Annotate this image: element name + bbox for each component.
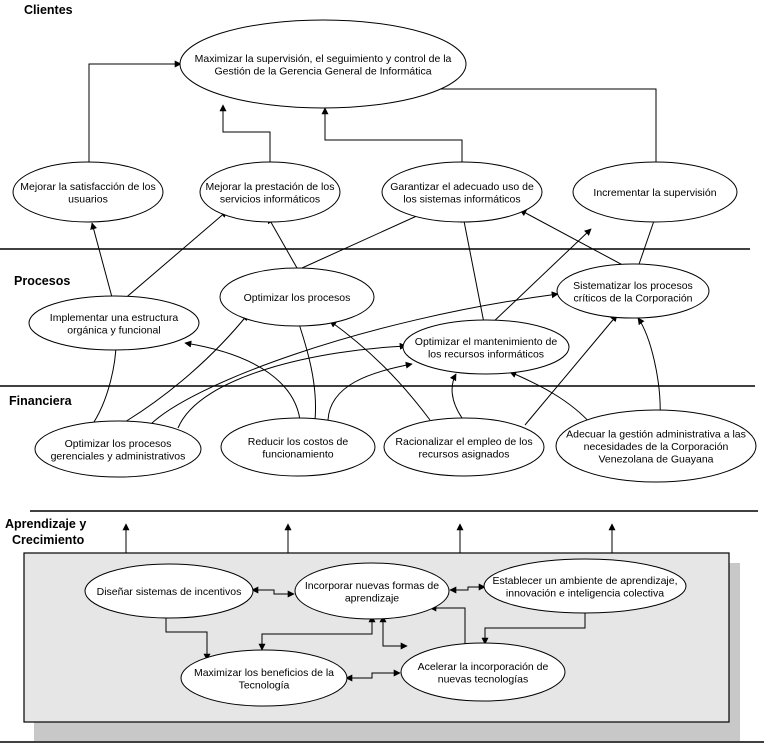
objective-ellipse: [402, 319, 570, 375]
objective-ellipse: [483, 558, 687, 614]
objective-ellipse: [12, 161, 164, 223]
objective-label-line: Gestión de la Gerencia General de Inform…: [214, 65, 431, 77]
objective-label-line: Reducir los costos de: [248, 436, 349, 448]
perspective-procesos-label: Procesos: [14, 274, 70, 288]
perspective-clientes-label: Clientes: [24, 3, 73, 17]
objective-label-line: Acelerar la incorporación de: [418, 661, 549, 673]
edges-procesos: [90, 209, 658, 326]
objective-ellipse: [199, 161, 341, 223]
objective-label-line: funcionamiento: [262, 448, 333, 460]
perspective-aprendizaje-label-1: Aprendizaje y: [5, 517, 86, 531]
objective-label-line: Maximizar los beneficios de la: [194, 667, 334, 679]
objective-adecuar-gestion: Adecuar la gestión administrativa a lasn…: [555, 409, 757, 483]
objective-ellipse: [383, 417, 545, 477]
objective-label-line: nuevas tecnologías: [438, 673, 528, 685]
objective-label-line: Sistematizar los procesos: [573, 280, 693, 292]
objective-label-line: recursos asignados: [418, 448, 509, 460]
objective-ellipse: [572, 161, 738, 223]
objective-incrementar-supervision: Incrementar la supervisión: [572, 161, 738, 223]
objective-label-line: Establecer un ambiente de aprendizaje,: [492, 575, 677, 587]
objective-label-line: Diseñar sistemas de incentivos: [97, 586, 242, 598]
objective-label-line: orgánica y funcional: [67, 324, 160, 336]
perspective-aprendizaje-label-2: Crecimiento: [12, 533, 85, 547]
objective-label-line: Implementar una estructura: [50, 312, 179, 324]
objective-ellipse: [555, 409, 757, 483]
objective-label-line: Maximizar la supervisión, el seguimiento…: [195, 53, 452, 65]
objective-ellipse: [180, 649, 348, 707]
learning-up-arrows: [122, 523, 616, 553]
objective-label-line: Adecuar la gestión administrativa a las: [566, 429, 746, 441]
objective-establecer-ambiente: Establecer un ambiente de aprendizaje,in…: [483, 558, 687, 614]
objective-label-line: necesidades de la Corporación: [584, 441, 729, 453]
objective-label-line: Incorporar nuevas formas de: [305, 580, 439, 592]
objective-label-line: los recursos informáticos: [428, 348, 544, 360]
objective-label-line: Venezolana de Guayana: [598, 454, 713, 466]
objective-ellipse: [28, 295, 200, 351]
perspective-financiera-label: Financiera: [9, 394, 73, 408]
objective-ellipse: [400, 642, 566, 702]
objective-ellipse: [220, 417, 376, 477]
objective-maximizar-supervision: Maximizar la supervisión, el seguimiento…: [179, 19, 467, 109]
objective-ellipse: [381, 161, 543, 223]
objective-label-line: Mejorar la satisfacción de los: [20, 181, 155, 193]
objective-ellipse: [219, 267, 375, 327]
objective-ellipse: [294, 562, 450, 620]
objective-label-line: Tecnología: [239, 679, 290, 691]
objective-label-line: Optimizar los procesos: [244, 292, 351, 304]
objective-label-line: Racionalizar el empleo de los: [395, 436, 532, 448]
objective-label-line: usuarios: [68, 193, 108, 205]
objective-label-line: Mejorar la prestación de los: [206, 181, 335, 193]
objective-disenar-incentivos: Diseñar sistemas de incentivos: [84, 563, 254, 619]
edges-financiera: [89, 291, 661, 429]
objective-label-line: Garantizar el adecuado uso de: [390, 181, 534, 193]
objective-optimizar-procesos: Optimizar los procesos: [219, 267, 375, 327]
objective-label-line: Incrementar la supervisión: [593, 187, 716, 199]
objective-ellipse: [556, 263, 710, 319]
objective-label-line: Optimizar los procesos: [65, 438, 172, 450]
objective-label-line: innovación e inteligencia colectiva: [506, 587, 664, 599]
edges-clientes: [88, 60, 657, 175]
objective-label-line: gerenciales y administrativos: [51, 450, 186, 462]
objective-ellipse: [179, 19, 467, 109]
objective-label-line: Optimizar el mantenimiento de: [415, 336, 558, 348]
objective-ellipse: [34, 420, 202, 478]
objective-ellipse: [84, 563, 254, 619]
objective-label-line: los sistemas informáticos: [403, 193, 520, 205]
objective-label-line: críticos de la Corporación: [573, 292, 692, 304]
objective-label-line: aprendizaje: [345, 592, 399, 604]
objective-label-line: servicios informáticos: [220, 193, 320, 205]
